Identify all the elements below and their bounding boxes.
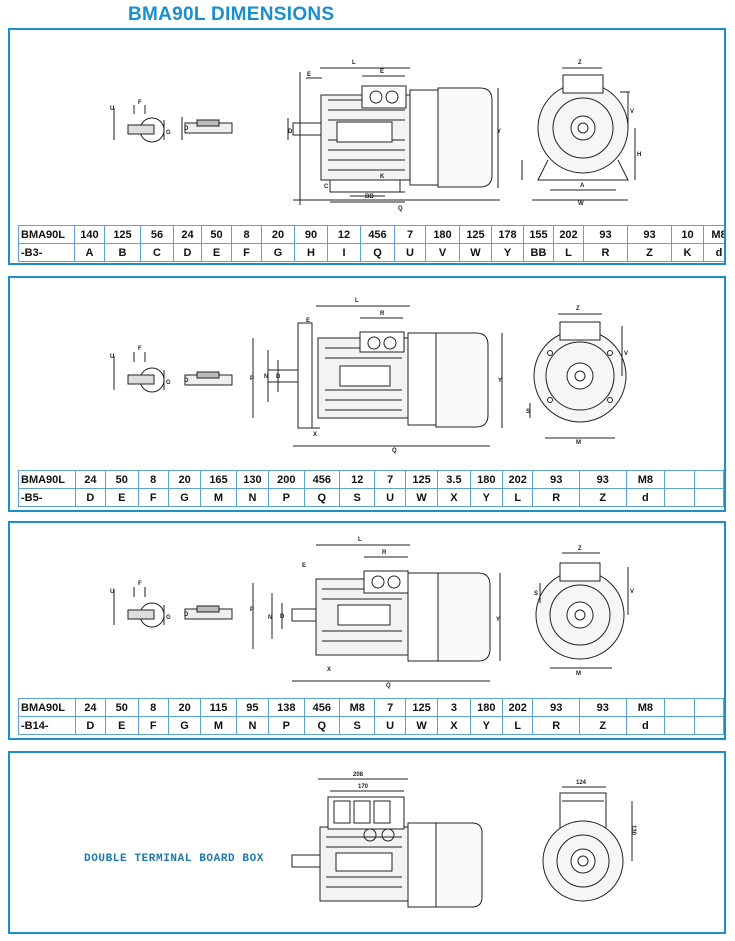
side-view-motor	[252, 544, 501, 682]
svg-text:130: 130	[630, 825, 636, 836]
svg-text:V: V	[630, 109, 634, 115]
svg-text:E: E	[306, 318, 310, 324]
svg-text:D: D	[184, 126, 189, 132]
side-view-motor	[252, 305, 503, 447]
drawing-letters-b3: U F G D L E E C BB Q K D Y Z V H A W	[110, 60, 641, 212]
svg-text:G: G	[166, 130, 171, 136]
svg-text:U: U	[110, 354, 114, 360]
side-view-motor	[291, 778, 483, 908]
svg-text:E: E	[302, 563, 306, 569]
svg-text:E: E	[307, 72, 311, 78]
shaft-key-detail	[113, 352, 165, 393]
svg-text:E: E	[380, 69, 384, 75]
front-view-motor	[521, 67, 636, 201]
svg-text:Q: Q	[392, 448, 397, 454]
shaft-key-detail	[113, 587, 165, 628]
svg-text:Y: Y	[498, 378, 502, 384]
svg-text:F: F	[138, 100, 142, 106]
front-view-motor	[535, 552, 629, 669]
svg-text:BB: BB	[365, 194, 374, 200]
svg-text:A: A	[580, 183, 585, 189]
svg-text:M: M	[576, 671, 581, 677]
svg-text:208: 208	[353, 772, 364, 778]
drawing-b14: U F G D L R E P N D X Q Y Z V S M	[110, 537, 634, 689]
svg-text:D: D	[184, 612, 189, 618]
svg-text:L: L	[358, 537, 362, 543]
svg-text:D: D	[276, 374, 281, 380]
drawing-letters-b14: U F G D L R E P N D X Q Y Z V S M	[110, 537, 634, 689]
svg-text:H: H	[637, 152, 641, 158]
svg-text:G: G	[166, 615, 171, 621]
svg-text:V: V	[624, 351, 628, 357]
svg-text:Z: Z	[576, 306, 580, 312]
drawing-b3: U F G D L E E C BB Q K D Y Z V H A W	[110, 60, 641, 212]
svg-text:K: K	[380, 174, 385, 180]
svg-text:S: S	[534, 591, 538, 597]
svg-text:S: S	[526, 409, 530, 415]
svg-text:Z: Z	[578, 60, 582, 66]
svg-text:124: 124	[576, 780, 587, 786]
svg-text:R: R	[380, 311, 385, 317]
svg-text:W: W	[578, 201, 584, 207]
svg-text:170: 170	[358, 784, 369, 790]
svg-text:U: U	[110, 106, 114, 112]
svg-text:V: V	[630, 589, 634, 595]
double-terminal-label: DOUBLE TERMINAL BOARD BOX	[84, 853, 265, 865]
svg-text:P: P	[250, 376, 254, 382]
svg-text:Z: Z	[578, 546, 582, 552]
shaft-key-detail	[113, 105, 165, 143]
keyway-detail	[184, 371, 233, 386]
svg-text:C: C	[324, 184, 329, 190]
svg-text:D: D	[280, 614, 285, 620]
svg-text:L: L	[352, 60, 356, 66]
svg-text:Q: Q	[398, 206, 403, 212]
front-view-motor	[542, 786, 633, 902]
svg-text:Q: Q	[386, 683, 391, 689]
drawing-letters-b5: U F G D L R E P N D X Q Y Z V S M	[110, 298, 628, 454]
front-view-motor	[529, 313, 627, 439]
svg-text:M: M	[576, 440, 581, 446]
svg-text:R: R	[382, 550, 387, 556]
svg-text:N: N	[264, 374, 268, 380]
panel-double-terminal-box: 208 170 124 130 DOUBLE TERMINAL BOARD BO…	[8, 751, 726, 934]
svg-text:F: F	[138, 581, 142, 587]
drawing-dims-double-box: 208 170 124 130	[353, 772, 636, 836]
svg-text:Y: Y	[497, 129, 501, 135]
drawing-double-box: 208 170 124 130	[291, 772, 636, 908]
side-view-motor	[287, 67, 500, 205]
page-title: BMA90L DIMENSIONS	[128, 4, 335, 25]
svg-text:G: G	[166, 380, 171, 386]
svg-text:Y: Y	[496, 617, 500, 623]
svg-text:X: X	[313, 432, 317, 438]
keyway-detail	[181, 117, 233, 140]
svg-text:X: X	[327, 667, 331, 673]
svg-text:F: F	[138, 346, 142, 352]
svg-text:P: P	[250, 607, 254, 613]
drawing-b5: U F G D L R E P N D X Q Y Z V S M	[110, 298, 628, 454]
svg-text:N: N	[268, 615, 272, 621]
svg-text:D: D	[184, 378, 189, 384]
svg-text:U: U	[110, 589, 114, 595]
svg-text:L: L	[355, 298, 359, 304]
keyway-detail	[184, 605, 233, 620]
svg-text:D: D	[288, 129, 293, 135]
